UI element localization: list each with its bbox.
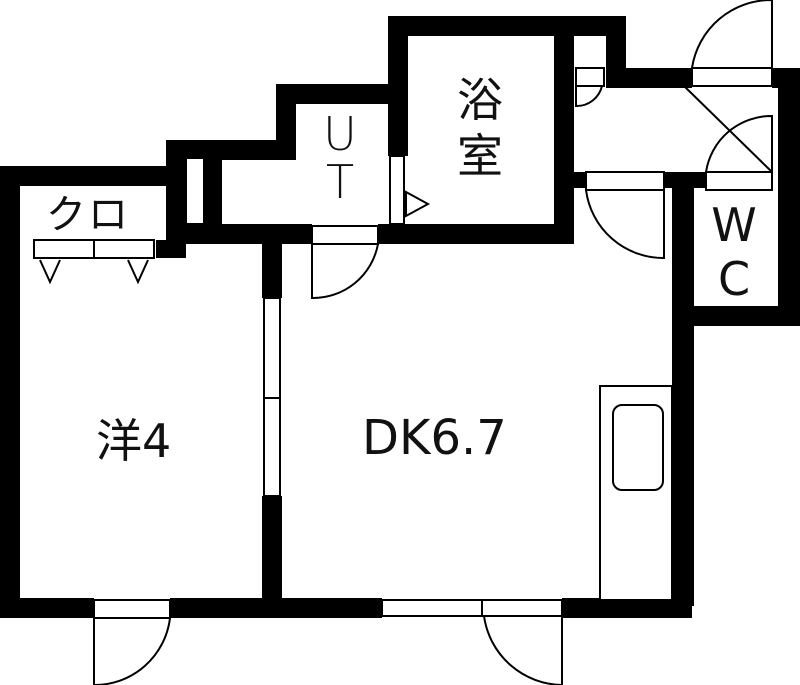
dk-door-swing xyxy=(585,189,665,260)
kitchen-sink-icon xyxy=(612,404,664,491)
room-label-bathroom: 浴 室 xyxy=(450,72,510,184)
room-label-utility-line2: T xyxy=(325,155,355,209)
room-label-toilet: W C xyxy=(706,198,762,306)
closet-door-marker-icon xyxy=(39,259,61,285)
room-label-bathroom-line1: 浴 xyxy=(457,73,503,127)
room-label-utility-line1: U xyxy=(323,107,357,161)
room-label-bathroom-line2: 室 xyxy=(457,129,503,183)
bath-door-marker-icon xyxy=(405,190,431,218)
walls xyxy=(0,16,800,618)
room-label-toilet-line1: W xyxy=(711,198,757,252)
entrance-door-swing xyxy=(691,0,773,69)
room-label-closet: クロ xyxy=(46,192,130,238)
dk-door-swing xyxy=(483,615,563,685)
wc-door-swing xyxy=(705,114,773,173)
storage-door-swing xyxy=(575,85,604,108)
room-label-western: 洋4 xyxy=(96,414,172,468)
genkan-diagonal xyxy=(683,85,773,173)
room-label-utility: U T xyxy=(320,110,360,206)
room-label-toilet-line2: C xyxy=(717,252,751,306)
western-door-swing xyxy=(93,617,171,685)
openings xyxy=(33,0,773,685)
closet-door-marker-icon xyxy=(127,259,149,285)
room-label-dining-kitchen: DK6.7 xyxy=(362,410,507,466)
ut-door-swing xyxy=(311,243,379,300)
